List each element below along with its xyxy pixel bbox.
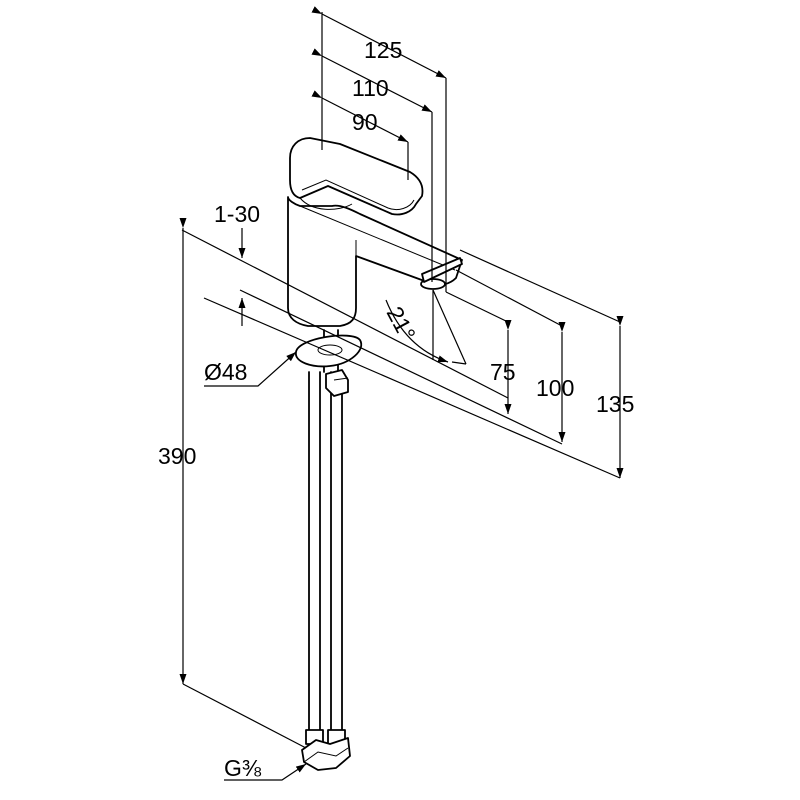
dim-100-label: 100 [536,375,574,401]
faucet-body [288,197,462,326]
lever-handle [290,138,423,215]
dim-90-label: 90 [352,109,378,135]
supply-hoses [309,372,342,742]
dim-diameter-48-label: Ø48 [204,359,247,385]
dim-135-label: 135 [596,391,634,417]
faucet-outline [288,138,462,770]
dim-125-label: 125 [364,37,402,63]
dimension-labels: 125 110 90 1-30 21° Ø48 75 100 135 390 G… [158,37,634,781]
dim-21-degree-label: 21° [382,302,421,345]
thread-g3-8-label: G⅜ [224,755,262,781]
dim-390-label: 390 [158,443,196,469]
dim-1-30-label: 1-30 [214,201,260,227]
dim-75-label: 75 [490,359,516,385]
dim-110-label: 110 [352,75,389,101]
fixing-nut [326,370,348,396]
